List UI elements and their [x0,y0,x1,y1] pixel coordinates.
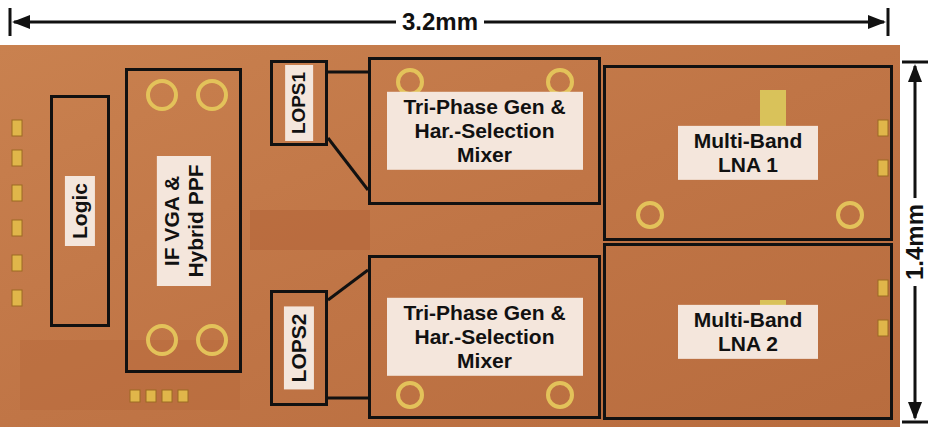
routing-area [250,210,370,250]
bond-pad [12,290,22,306]
bond-pad [12,220,22,236]
bond-pad [12,185,22,201]
inductor [148,326,176,354]
inductor [398,70,422,94]
dimension-label: 1.4mm [901,198,929,286]
block-label: Logic [65,176,95,246]
arrowhead [908,402,922,420]
block-outline: Multi-Band LNA 2 [603,243,893,420]
dimension-tick [887,8,890,36]
block-label: Tri-Phase Gen & Har.-Selection Mixer [387,92,583,170]
block-label: Multi-Band LNA 2 [678,304,818,358]
bond-pad [12,255,22,271]
dimension-tick [902,61,928,64]
inductor [548,383,572,407]
capacitor [760,90,786,130]
bond-pad [162,390,172,402]
dimension-lines [10,8,928,422]
bond-pad [178,390,188,402]
dimension-tick [9,8,12,36]
block-outline: Logic [50,95,110,327]
block-outline: LOPS1 [270,60,328,146]
bond-pad [878,120,888,136]
outline-link [328,397,368,400]
bond-pad [12,120,22,136]
arrowhead [868,15,886,29]
routing-area [20,340,240,410]
dimension-tick [902,421,928,424]
inductor [198,326,226,354]
inductor [548,70,572,94]
block-label: LOPS2 [284,307,314,390]
bond-pad [130,390,140,402]
dimension-label: 3.2mm [396,8,484,36]
inductor [398,383,422,407]
arrowhead [12,15,30,29]
chip-die [0,45,900,427]
block-outline: IF VGA & Hybrid PPF [125,68,242,373]
block-label: Multi-Band LNA 1 [678,126,818,180]
block-label: LOPS1 [285,65,313,141]
outline-link [328,270,368,300]
outline-links [328,72,368,398]
arrowhead [908,64,922,82]
bond-pad [878,280,888,296]
block-outline: LOPS2 [270,290,328,406]
inductor [198,81,226,109]
block-label: IF VGA & Hybrid PPF [156,156,210,286]
outline-link [328,71,368,74]
block-outline: Tri-Phase Gen & Har.-Selection Mixer [368,57,601,205]
inductor [638,203,662,227]
block-label: Tri-Phase Gen & Har.-Selection Mixer [387,298,583,376]
bond-pad [12,150,22,166]
block-outline: Multi-Band LNA 1 [603,65,893,241]
inductor [148,81,176,109]
bond-pad [878,160,888,176]
bond-pad [878,320,888,336]
block-outline: Tri-Phase Gen & Har.-Selection Mixer [368,255,601,419]
inductor [838,203,862,227]
outline-link [328,138,368,190]
bond-pad [146,390,156,402]
